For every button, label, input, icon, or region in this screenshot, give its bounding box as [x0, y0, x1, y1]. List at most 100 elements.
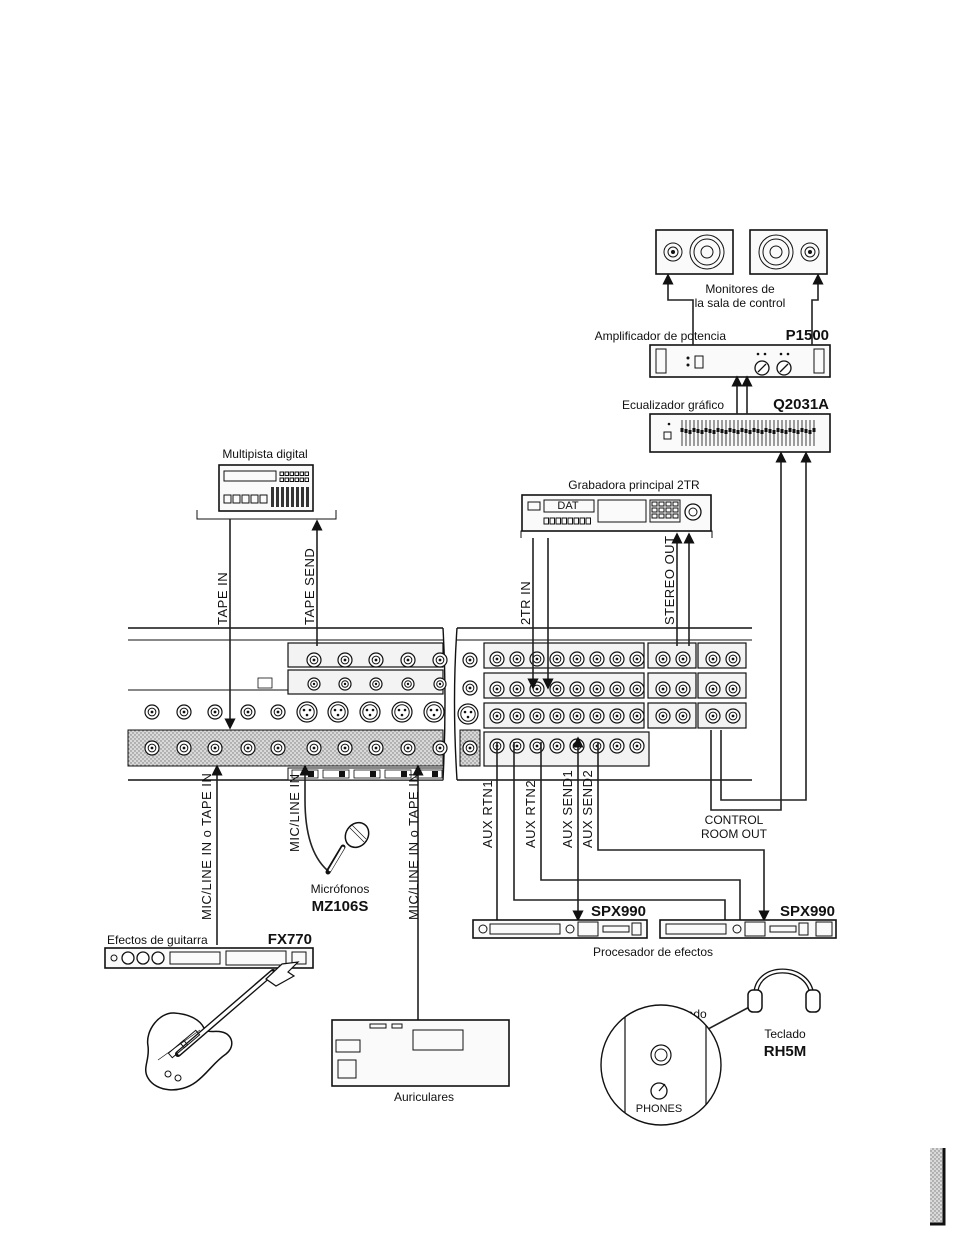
jack-connector: [489, 681, 505, 697]
jack-connector: [609, 681, 625, 697]
jack-connector: [629, 738, 645, 754]
aux-send2-label: AUX SEND2: [580, 770, 595, 848]
jack-connector: [338, 677, 352, 691]
mixer-rear-panel-left: [127, 627, 448, 781]
control-room-out-label-2: ROOM OUT: [701, 827, 768, 841]
jack-connector: [549, 651, 565, 667]
effects-processor-label: Procesador de efectos: [593, 945, 713, 959]
jack-connector: [369, 677, 383, 691]
master-recorder-label: Grabadora principal 2TR: [568, 478, 700, 492]
jack-connector: [176, 740, 192, 756]
jack-connector: [529, 681, 545, 697]
jack-connector: [306, 740, 322, 756]
xlr-connector: [327, 701, 349, 723]
jack-connector: [337, 740, 353, 756]
jack-connector: [725, 651, 741, 667]
jack-connector: [549, 708, 565, 724]
xlr-connector: [457, 703, 479, 725]
jack-connector: [368, 652, 384, 668]
jack-connector: [589, 738, 605, 754]
jack-connector: [270, 740, 286, 756]
power-amp-label: Amplificador de potencia: [595, 329, 727, 343]
graphic-eq-model: Q2031A: [773, 396, 829, 413]
jack-connector: [569, 651, 585, 667]
keyboard-cable-label: MIC/LINE IN o TAPE IN: [406, 773, 421, 920]
jack-connector: [337, 652, 353, 668]
jack-connector: [629, 681, 645, 697]
power-amp-model: P1500: [786, 327, 829, 344]
jack-connector: [655, 708, 671, 724]
aux-send1-label: AUX SEND1: [560, 770, 575, 848]
jack-connector: [655, 651, 671, 667]
jack-connector: [569, 738, 585, 754]
jack-connector: [509, 738, 525, 754]
jack-connector: [270, 704, 286, 720]
cables: [211, 273, 824, 1053]
jack-connector: [675, 651, 691, 667]
jack-connector: [609, 738, 625, 754]
xlr-connector: [391, 701, 413, 723]
jack-connector: [489, 651, 505, 667]
jack-connector: [240, 704, 256, 720]
mic-cable-label: MIC/LINE IN: [287, 774, 302, 852]
jack-connector: [569, 708, 585, 724]
phones-jack-detail: PHONES: [600, 1004, 722, 1126]
jack-connector: [549, 738, 565, 754]
two-tr-in-label: 2TR IN: [518, 581, 533, 625]
spx990-processor-left: [472, 919, 648, 939]
microphones-model: MZ106S: [312, 898, 369, 915]
jack-connector: [433, 677, 447, 691]
microphones-label: Micrófonos: [311, 882, 370, 896]
guitar-effects-model: FX770: [268, 931, 312, 948]
headphones-label: Teclado: [764, 1027, 806, 1041]
jack-connector: [549, 681, 565, 697]
jack-connector: [529, 651, 545, 667]
jack-connector: [368, 740, 384, 756]
monitors-label-line2: la sala de control: [695, 296, 786, 310]
jack-connector: [629, 651, 645, 667]
aux-rtn1-label: AUX RTN1: [480, 780, 495, 848]
xlr-connector: [296, 701, 318, 723]
jack-connector: [675, 708, 691, 724]
jack-connector: [489, 708, 505, 724]
jack-connector: [705, 651, 721, 667]
jack-connector: [529, 708, 545, 724]
jack-connector: [401, 677, 415, 691]
master-2tr-recorder: DAT: [521, 494, 712, 532]
headphones-model: RH5M: [764, 1043, 807, 1060]
jack-connector: [589, 681, 605, 697]
spx990-processor-right: [659, 919, 837, 939]
jack-connector: [509, 651, 525, 667]
jack-connector: [462, 740, 478, 756]
headphones: [747, 968, 821, 1013]
jack-connector: [629, 708, 645, 724]
spx-model-left: SPX990: [591, 903, 646, 920]
jack-connector: [589, 708, 605, 724]
jack-connector: [705, 681, 721, 697]
jack-connector: [509, 681, 525, 697]
jack-connector: [509, 708, 525, 724]
graphic-equalizer: [649, 413, 831, 453]
jack-connector: [207, 704, 223, 720]
page-edge-mark: [930, 1148, 946, 1226]
jack-connector: [207, 740, 223, 756]
jack-connector: [655, 681, 671, 697]
fx770-guitar-effects: [104, 947, 314, 969]
jack-connector: [432, 652, 448, 668]
control-room-out-label-1: CONTROL: [705, 813, 764, 827]
monitor-speaker-left: [655, 229, 734, 275]
guitar-cable-label: MIC/LINE IN o TAPE IN: [199, 773, 214, 920]
guitar-effects-label: Efectos de guitarra: [107, 933, 208, 947]
multitrack-label: Multipista digital: [222, 447, 307, 461]
tape-in-label: TAPE IN: [215, 572, 230, 625]
jack-connector: [705, 708, 721, 724]
jack-connector: [307, 677, 321, 691]
headphones-caption: Auriculares: [394, 1090, 454, 1104]
monitor-speaker-right: [749, 229, 828, 275]
dat-badge: DAT: [557, 500, 578, 512]
jack-connector: [144, 740, 160, 756]
jack-connector: [609, 708, 625, 724]
electric-guitar: [145, 961, 300, 1091]
jack-connector: [462, 680, 478, 696]
jack-connector: [400, 652, 416, 668]
